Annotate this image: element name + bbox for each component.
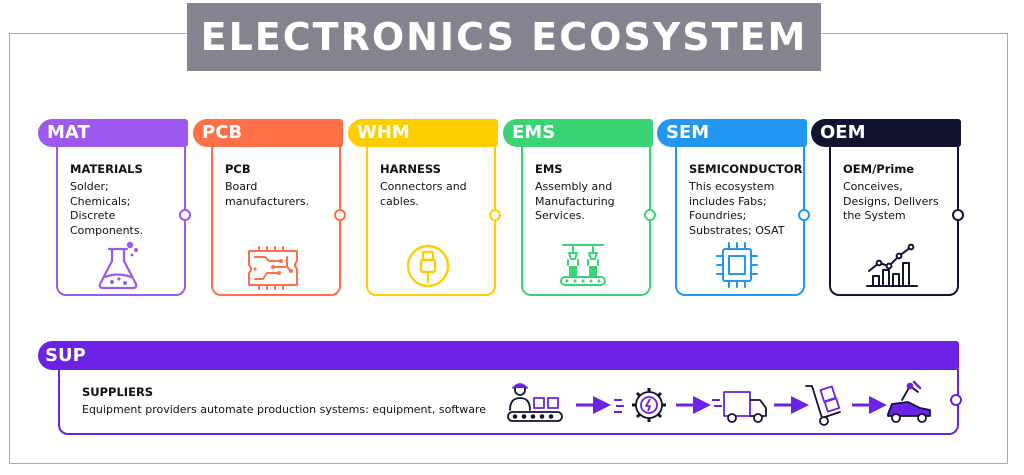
- card-heading: MATERIALS: [70, 162, 143, 176]
- card-description: Conceives, Designs, Delivers the System: [843, 180, 939, 222]
- card-header-bar: MAT: [38, 119, 188, 147]
- card-code: MAT: [47, 122, 90, 143]
- card-whm: WHM HARNESS Connectors and cables.: [348, 119, 501, 297]
- card-description: Board manufacturers.: [225, 180, 310, 208]
- connector-dot: [952, 209, 964, 221]
- card-description: Assembly and Manufacturing Services.: [535, 180, 615, 222]
- robot-car-icon: [887, 380, 931, 423]
- card-border: [366, 147, 496, 296]
- card-header-bar: WHM: [348, 119, 498, 147]
- card-mat: MAT MATERIALS Solder; Chemicals; Discret…: [38, 119, 191, 297]
- connector-dot: [644, 209, 656, 221]
- card-heading: HARNESS: [380, 162, 441, 176]
- assembly-line-icon: [560, 244, 606, 286]
- page-title: ELECTRONICS ECOSYSTEM: [200, 15, 808, 59]
- card-header-bar: EMS: [503, 119, 653, 147]
- card-heading: EMS: [535, 162, 563, 176]
- usb-cable-icon: [406, 244, 450, 288]
- worker-conveyor-icon: [507, 383, 563, 422]
- connector-dot: [179, 209, 191, 221]
- card-description: Connectors and cables.: [380, 180, 467, 208]
- card-border: [829, 147, 959, 296]
- card-code: OEM: [820, 122, 866, 143]
- card-border: [521, 147, 651, 296]
- card-header-bar: OEM: [811, 119, 961, 147]
- suppliers-description: Equipment providers automate production …: [82, 403, 487, 416]
- card-code: EMS: [512, 122, 556, 143]
- card-code: SEM: [666, 122, 710, 143]
- card-heading: SEMICONDUCTOR: [689, 162, 803, 176]
- card-heading: OEM/Prime: [843, 162, 915, 176]
- suppliers-code: SUP: [45, 345, 86, 366]
- hand-truck-icon: [805, 385, 841, 426]
- card-pcb: PCB PCB Board manufacturers.: [193, 119, 346, 297]
- card-border: [675, 147, 805, 296]
- card-description: This ecosystem includes Fabs; Foundries;…: [689, 180, 785, 237]
- card-description: Solder; Chemicals; Discrete Components.: [70, 180, 144, 237]
- circuit-board-icon: [248, 246, 298, 290]
- flask-icon: [98, 241, 138, 290]
- connector-dot: [798, 209, 810, 221]
- card-code: WHM: [357, 122, 410, 143]
- card-header-bar: SEM: [657, 119, 807, 147]
- suppliers-heading: SUPPLIERS: [82, 385, 154, 399]
- card-border: [56, 147, 186, 296]
- chip-icon: [716, 242, 758, 288]
- card-sem: SEM SEMICONDUCTOR This ecosystem include…: [657, 119, 810, 297]
- connector-dot: [334, 209, 346, 221]
- suppliers-header-bar: SUP: [38, 341, 959, 370]
- card-code: PCB: [202, 122, 243, 143]
- connector-dot: [950, 394, 962, 406]
- card-ems: EMS EMS Assembly and Manufacturing Servi…: [503, 119, 656, 297]
- card-header-bar: PCB: [193, 119, 343, 147]
- card-oem: OEM OEM/Prime Conceives, Designs, Delive…: [811, 119, 964, 297]
- power-gear-icon: [614, 388, 666, 422]
- card-border: [211, 147, 341, 296]
- card-heading: PCB: [225, 162, 251, 176]
- supply-chain-icons: [507, 380, 931, 426]
- connector-dot: [489, 209, 501, 221]
- growth-chart-icon: [866, 243, 918, 287]
- delivery-truck-icon: [712, 391, 767, 423]
- title-banner: ELECTRONICS ECOSYSTEM: [187, 3, 821, 71]
